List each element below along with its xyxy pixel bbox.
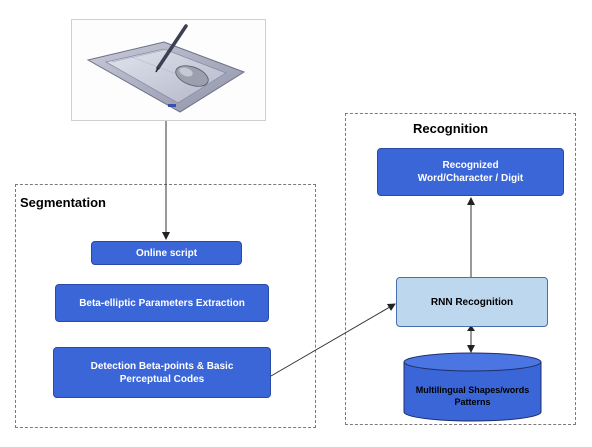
detection-to-rnn-arrow bbox=[270, 303, 396, 377]
rnn-recognition-box: RNN Recognition bbox=[396, 277, 548, 327]
recognition-title: Recognition bbox=[413, 121, 489, 136]
detection-label-line2: Perceptual Codes bbox=[119, 373, 205, 385]
beta-extraction-box: Beta-elliptic Parameters Extraction bbox=[55, 284, 269, 322]
rnn-recognition-label: RNN Recognition bbox=[430, 296, 514, 308]
graphics-tablet-icon bbox=[86, 24, 246, 113]
segmentation-title: Segmentation bbox=[20, 195, 106, 210]
recognized-output-line1: Recognized bbox=[442, 160, 499, 171]
database-label-line2: Patterns bbox=[454, 397, 491, 407]
online-script-box: Online script bbox=[91, 241, 242, 265]
patterns-database-icon bbox=[403, 352, 542, 422]
beta-extraction-label: Beta-elliptic Parameters Extraction bbox=[79, 297, 245, 309]
recognized-output-line2: Word/Character / Digit bbox=[417, 173, 524, 184]
recognition-frame bbox=[345, 113, 576, 425]
database-label: Multilingual Shapes/words Patterns bbox=[404, 384, 541, 408]
detection-box: Detection Beta-points & Basic Perceptual… bbox=[53, 347, 271, 398]
database-label-line1: Multilingual Shapes/words bbox=[415, 385, 530, 395]
recognized-output-box: Recognized Word/Character / Digit bbox=[377, 148, 564, 196]
detection-label-line1: Detection Beta-points & Basic bbox=[90, 360, 234, 372]
tablet-image bbox=[71, 19, 266, 121]
online-script-label: Online script bbox=[135, 247, 198, 259]
